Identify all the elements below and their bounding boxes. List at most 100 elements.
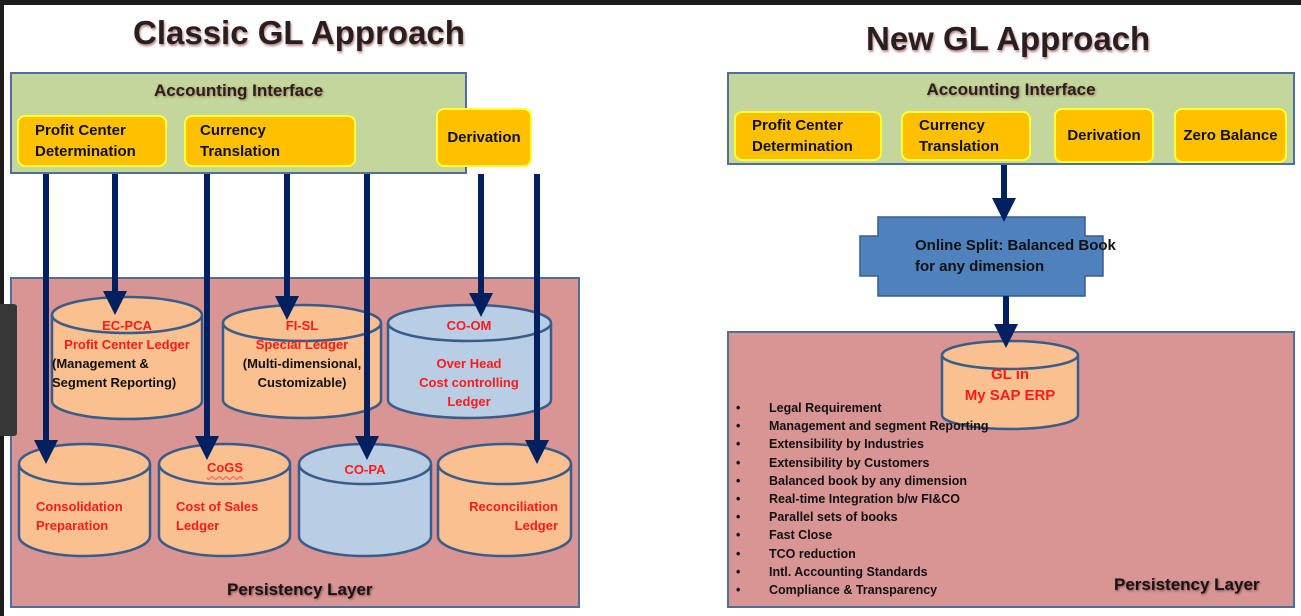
ledger-desc: Segment Reporting) xyxy=(52,375,177,390)
benefit-text: Management and segment Reporting xyxy=(769,419,989,434)
ledger-name: Ledger xyxy=(447,394,491,409)
benefit-item: • Extensibility by Customers xyxy=(736,454,988,472)
box-line: Derivation xyxy=(447,129,521,146)
cylinder-ec-pca xyxy=(50,295,204,421)
bullet-icon: • xyxy=(736,583,741,598)
benefit-text: Real-time Integration b/w FI&CO xyxy=(769,492,960,507)
online-split-box xyxy=(859,216,1104,297)
cylinder-cogs xyxy=(157,442,292,558)
benefit-item: • Real-time Integration b/w FI&CO xyxy=(736,490,988,508)
box-line: Currency xyxy=(919,117,985,134)
ledger-code: CO-PA xyxy=(344,462,386,477)
classic-persistency-label: Persistency Layer xyxy=(227,580,373,599)
ledger-name: Profit Center Ledger xyxy=(64,337,190,352)
new-persistency-label: Persistency Layer xyxy=(1114,575,1260,594)
cylinder-co-pa xyxy=(297,442,433,558)
ledger-reconciliation: Reconciliation Ledger xyxy=(440,497,570,535)
split-line: Online Split: Balanced Book xyxy=(915,237,1116,254)
ledger-cost-of-sales: Cost of Sales Ledger xyxy=(176,497,296,535)
ledger-code: CO-OM xyxy=(446,318,492,333)
ledger-consolidation: Consolidation Preparation xyxy=(22,497,154,535)
bullet-icon: • xyxy=(736,437,741,452)
ledger-name: Preparation xyxy=(36,518,109,533)
benefit-text: TCO reduction xyxy=(769,546,856,561)
benefit-text: Intl. Accounting Standards xyxy=(769,564,928,579)
benefit-item: • Fast Close xyxy=(736,526,988,544)
bullet-icon: • xyxy=(736,546,741,561)
benefit-text: Balanced book by any dimension xyxy=(769,473,967,488)
ledger-co-pa: CO-PA xyxy=(300,460,430,479)
benefit-text: Compliance & Transparency xyxy=(769,583,938,598)
ledger-name: Ledger xyxy=(176,518,220,533)
gl-my-sap-erp: GL in My SAP ERP xyxy=(943,364,1077,406)
ledger-name: Over Head xyxy=(436,356,502,371)
benefit-item: • TCO reduction xyxy=(736,545,988,563)
ledger-co-om: CO-OM Over Head Cost controlling Ledger xyxy=(388,316,550,411)
ledger-name: Special Ledger xyxy=(255,337,349,352)
ledger-name: Ledger xyxy=(514,518,558,533)
benefit-item: • Extensibility by Industries xyxy=(736,435,988,453)
new-box-zero-balance: Zero Balance xyxy=(1174,108,1287,163)
gl-line: GL in xyxy=(990,366,1030,383)
box-line: Determination xyxy=(35,143,136,160)
ledger-ec-pca: EC-PCA Profit Center Ledger (Management … xyxy=(52,316,202,392)
classic-box-derivation: Derivation xyxy=(436,108,532,167)
ledger-code: FI-SL xyxy=(285,318,319,333)
side-panel-handle[interactable] xyxy=(0,304,17,436)
benefit-text: Extensibility by Customers xyxy=(769,455,930,470)
ledger-name: Cost of Sales xyxy=(176,499,259,514)
ledger-cogs: CoGS xyxy=(160,458,290,477)
benefits-list: • Legal Requirement • Management and segmen… xyxy=(736,399,988,599)
ledger-code: EC-PCA xyxy=(102,318,152,333)
benefit-text: Extensibility by Industries xyxy=(769,437,924,452)
cylinder-co-om xyxy=(386,303,553,420)
box-line: Derivation xyxy=(1067,127,1141,144)
new-interface-label: Accounting Interface xyxy=(926,80,1096,99)
bullet-icon: • xyxy=(736,492,741,507)
box-line: Translation xyxy=(200,143,281,160)
ledger-name: Reconciliation xyxy=(469,499,558,514)
bullet-icon: • xyxy=(736,528,741,543)
benefit-item: • Parallel sets of books xyxy=(736,508,988,526)
ledger-fi-sl: FI-SL Special Ledger (Multi-dimensional,… xyxy=(222,316,382,392)
benefit-text: Fast Close xyxy=(769,528,833,543)
box-line: Currency xyxy=(200,122,266,139)
benefit-text: Parallel sets of books xyxy=(769,510,898,525)
box-line: Zero Balance xyxy=(1183,127,1278,144)
window-top-bar xyxy=(0,0,1301,5)
ledger-name: Cost controlling xyxy=(419,375,519,390)
ledger-desc: (Management & xyxy=(52,356,149,371)
bullet-icon: • xyxy=(736,510,741,525)
benefit-item: • Legal Requirement xyxy=(736,399,988,417)
bullet-icon: • xyxy=(736,401,741,415)
bullet-icon: • xyxy=(736,473,741,488)
classic-interface-label: Accounting Interface xyxy=(153,81,324,100)
ledger-code: CoGS xyxy=(206,460,244,475)
box-line: Profit Center xyxy=(35,122,126,139)
bullet-icon: • xyxy=(736,419,741,434)
ledger-desc: Customizable) xyxy=(257,375,347,390)
bullet-icon: • xyxy=(736,455,741,470)
benefit-text: Legal Requirement xyxy=(769,401,882,415)
box-line: Determination xyxy=(752,138,853,155)
online-split-text: Online Split: Balanced Book for any dime… xyxy=(915,235,1116,277)
new-box-derivation: Derivation xyxy=(1054,108,1154,163)
benefit-item: • Compliance & Transparency xyxy=(736,581,988,599)
ledger-name: Consolidation xyxy=(36,499,123,514)
box-line: Translation xyxy=(919,138,1000,155)
bullet-icon: • xyxy=(736,564,741,579)
classic-gl-title: Classic GL Approach xyxy=(133,14,465,51)
split-line: for any dimension xyxy=(915,258,1045,275)
new-gl-title: New GL Approach xyxy=(866,20,1151,57)
benefit-item: • Intl. Accounting Standards xyxy=(736,563,988,581)
gl-line: My SAP ERP xyxy=(964,387,1056,404)
benefit-item: • Balanced book by any dimension xyxy=(736,472,988,490)
benefit-item: • Management and segment Reporting xyxy=(736,417,988,435)
box-line: Profit Center xyxy=(752,117,843,134)
ledger-desc: (Multi-dimensional, xyxy=(242,356,362,371)
